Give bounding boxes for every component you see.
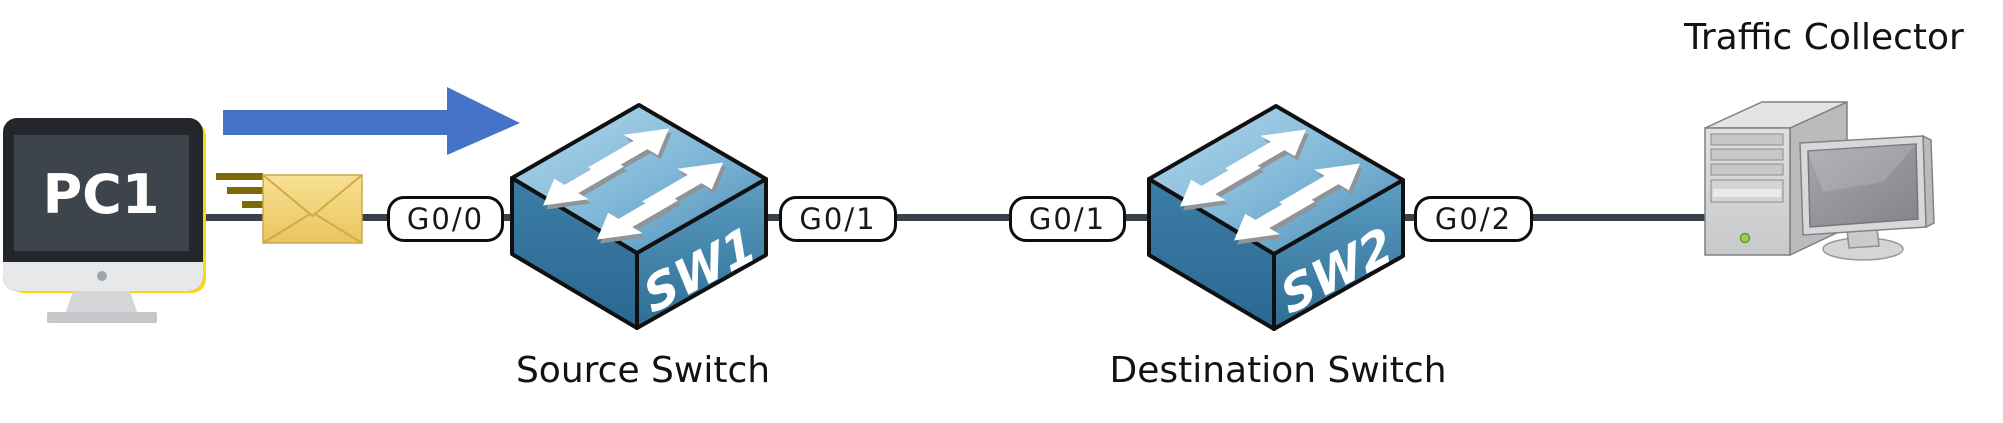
pc-stand-base	[47, 312, 157, 323]
pc-label: PC1	[43, 163, 160, 226]
envelope-icon	[216, 173, 363, 244]
caption-traffic-collector: Traffic Collector	[1684, 17, 1964, 58]
link-wire	[200, 214, 1712, 221]
port-label-sw1-g0-1: G0/1	[779, 196, 897, 242]
power-led	[1739, 232, 1751, 244]
monitor-screen	[1807, 143, 1919, 228]
pc-stand-neck	[66, 291, 137, 312]
speed-lines	[216, 173, 263, 208]
port-label-sw2-g0-1: G0/1	[1009, 196, 1126, 242]
right-arrow-icon	[223, 87, 520, 155]
port-label-g0-0: G0/0	[387, 196, 504, 242]
desktop-monitor-icon: PC1	[3, 118, 206, 323]
pc-screen	[14, 135, 189, 251]
caption-source-switch: Source Switch	[515, 350, 771, 391]
port-label-g0-2: G0/2	[1414, 196, 1533, 242]
screen-sheen	[1808, 144, 1916, 192]
pc-camera-dot	[97, 271, 107, 281]
caption-destination-switch: Destination Switch	[1109, 350, 1447, 391]
network-switch-icon-sw1: SW1	[508, 100, 770, 332]
workstation-tower-icon	[1704, 100, 1935, 261]
tower-drive-bays	[1710, 133, 1784, 203]
network-switch-icon-sw2: SW2	[1145, 101, 1407, 333]
